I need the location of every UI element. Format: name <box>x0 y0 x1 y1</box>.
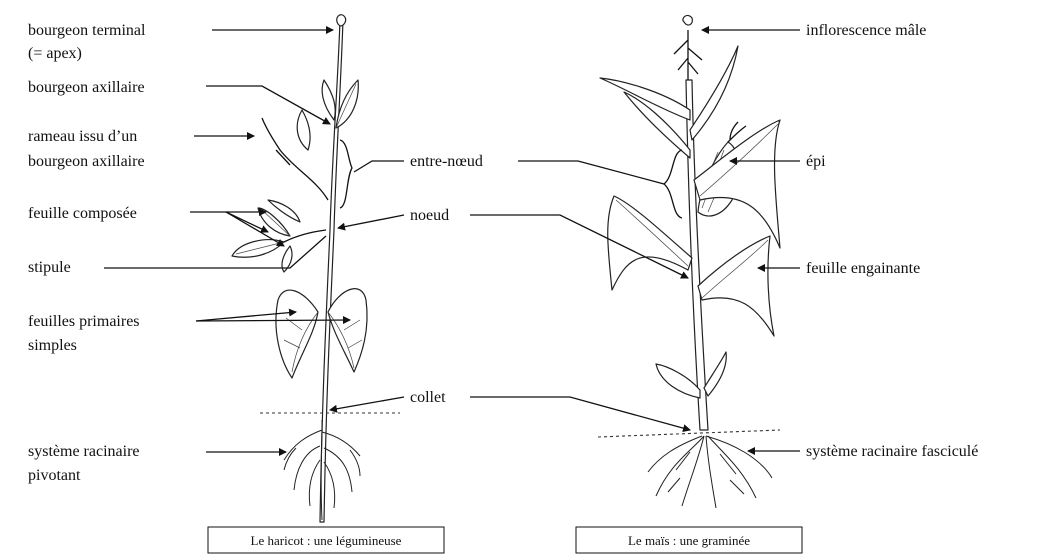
label-internode: entre-nœud <box>410 153 483 170</box>
label-taproot-line1: système racinaire <box>28 443 140 460</box>
label-stipule: stipule <box>28 259 71 276</box>
label-terminal-bud-apex: (= apex) <box>28 45 82 62</box>
label-compound-leaf: feuille composée <box>28 205 137 222</box>
brace-internode-bean <box>340 140 352 208</box>
label-primary-leaves-line2: simples <box>28 337 77 354</box>
label-male-inflorescence: inflorescence mâle <box>806 22 926 39</box>
label-taproot-line2: pivotant <box>28 467 81 484</box>
label-branch-line2: bourgeon axillaire <box>28 153 145 170</box>
line-internode-bean <box>354 161 404 172</box>
label-fibrous-roots: système racinaire fasciculé <box>806 443 978 460</box>
label-collar: collet <box>410 389 446 406</box>
caption-maize: Le maïs : une graminée <box>628 533 750 548</box>
label-ear: épi <box>806 153 826 170</box>
arrow-collar-bean <box>330 397 404 410</box>
brace-internode-maize <box>664 150 682 218</box>
arrow-axillary-bud <box>206 86 330 124</box>
line-internode-maize <box>518 161 664 184</box>
line-stipule <box>104 236 326 268</box>
caption-bean: Le haricot : une légumineuse <box>251 533 402 548</box>
label-axillary-bud: bourgeon axillaire <box>28 79 145 96</box>
label-branch-line1: rameau issu d’un <box>28 128 137 145</box>
label-sheathing-leaf: feuille engainante <box>806 260 920 277</box>
label-node: noeud <box>410 207 449 224</box>
label-terminal-bud: bourgeon terminal <box>28 22 146 39</box>
maize-plant-illustration <box>598 15 780 508</box>
arrow-node-bean <box>338 215 404 228</box>
label-primary-leaves-line1: feuilles primaires <box>28 313 140 330</box>
arrow-collar-maize <box>470 397 690 430</box>
